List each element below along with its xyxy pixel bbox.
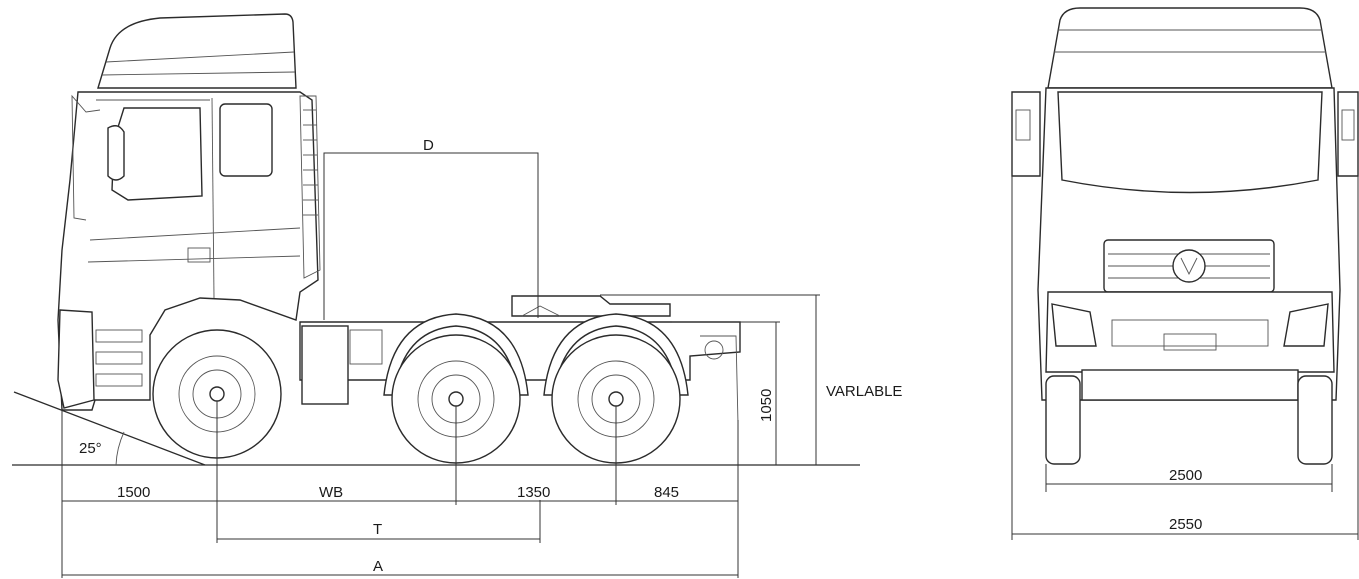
- label-d: D: [423, 137, 434, 154]
- cab-window-front: [111, 107, 203, 201]
- label-track-width: 2500: [1169, 467, 1202, 484]
- front-view: 2500 2550: [1011, 7, 1359, 540]
- right-headlight: [1283, 303, 1329, 347]
- fuel-tank: [301, 325, 349, 405]
- label-front-overhang: 1500: [117, 484, 150, 501]
- label-axle-spacing: 1350: [517, 484, 550, 501]
- right-mirror: [1337, 91, 1359, 177]
- cab-roof: [97, 13, 297, 89]
- label-overall-length: A: [373, 558, 383, 575]
- left-headlight: [1051, 303, 1097, 347]
- dimension-d-bracket: [323, 152, 539, 320]
- approach-angle-line: [13, 391, 206, 466]
- label-rear-overhang: 845: [654, 484, 679, 501]
- front-bumper: [57, 309, 95, 409]
- label-wheelbase: WB: [319, 484, 343, 501]
- fifth-wheel: [511, 295, 671, 317]
- front-roof: [1047, 7, 1333, 89]
- label-fifth-wheel-height: 1050: [758, 389, 775, 422]
- rear-fender-1: [383, 313, 529, 396]
- label-t: T: [373, 521, 382, 538]
- right-front-tire: [1297, 375, 1333, 465]
- side-mirror: [107, 125, 125, 181]
- left-mirror: [1011, 91, 1041, 177]
- left-front-tire: [1045, 375, 1081, 465]
- label-angle: 25°: [79, 440, 102, 457]
- rear-fender-2: [543, 313, 689, 396]
- label-variable: VARLABLE: [826, 383, 902, 400]
- brand-emblem: [1172, 249, 1206, 283]
- label-overall-width: 2550: [1169, 516, 1202, 533]
- approach-angle-arc: [115, 431, 125, 466]
- front-bumper-front-view: [1045, 291, 1335, 373]
- cab-window-side: [219, 103, 273, 177]
- rear-wheel-2: [551, 334, 681, 464]
- side-view: D 25° 1500 WB 1350 845 T A 1050 VARLABLE: [12, 13, 902, 578]
- rear-wheel-1: [391, 334, 521, 464]
- windshield: [1057, 91, 1323, 194]
